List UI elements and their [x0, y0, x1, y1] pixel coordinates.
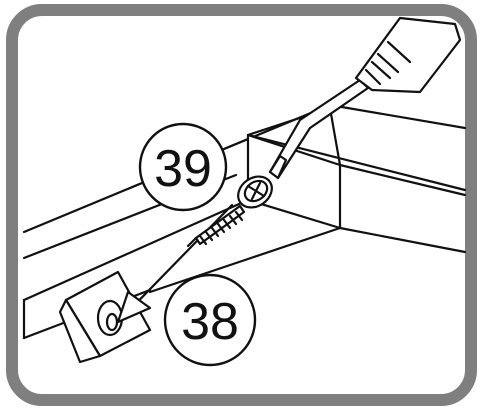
part-number-39: 39	[154, 140, 212, 198]
callout-39: 39	[138, 122, 228, 212]
callout-38: 38	[163, 273, 257, 367]
callout-39-circle	[138, 122, 228, 212]
screwdriver-icon	[268, 16, 462, 180]
part-number-38: 38	[181, 293, 239, 351]
cross-board	[246, 106, 467, 254]
callout-38-circle	[163, 273, 257, 367]
wood-screw-icon	[186, 175, 273, 248]
